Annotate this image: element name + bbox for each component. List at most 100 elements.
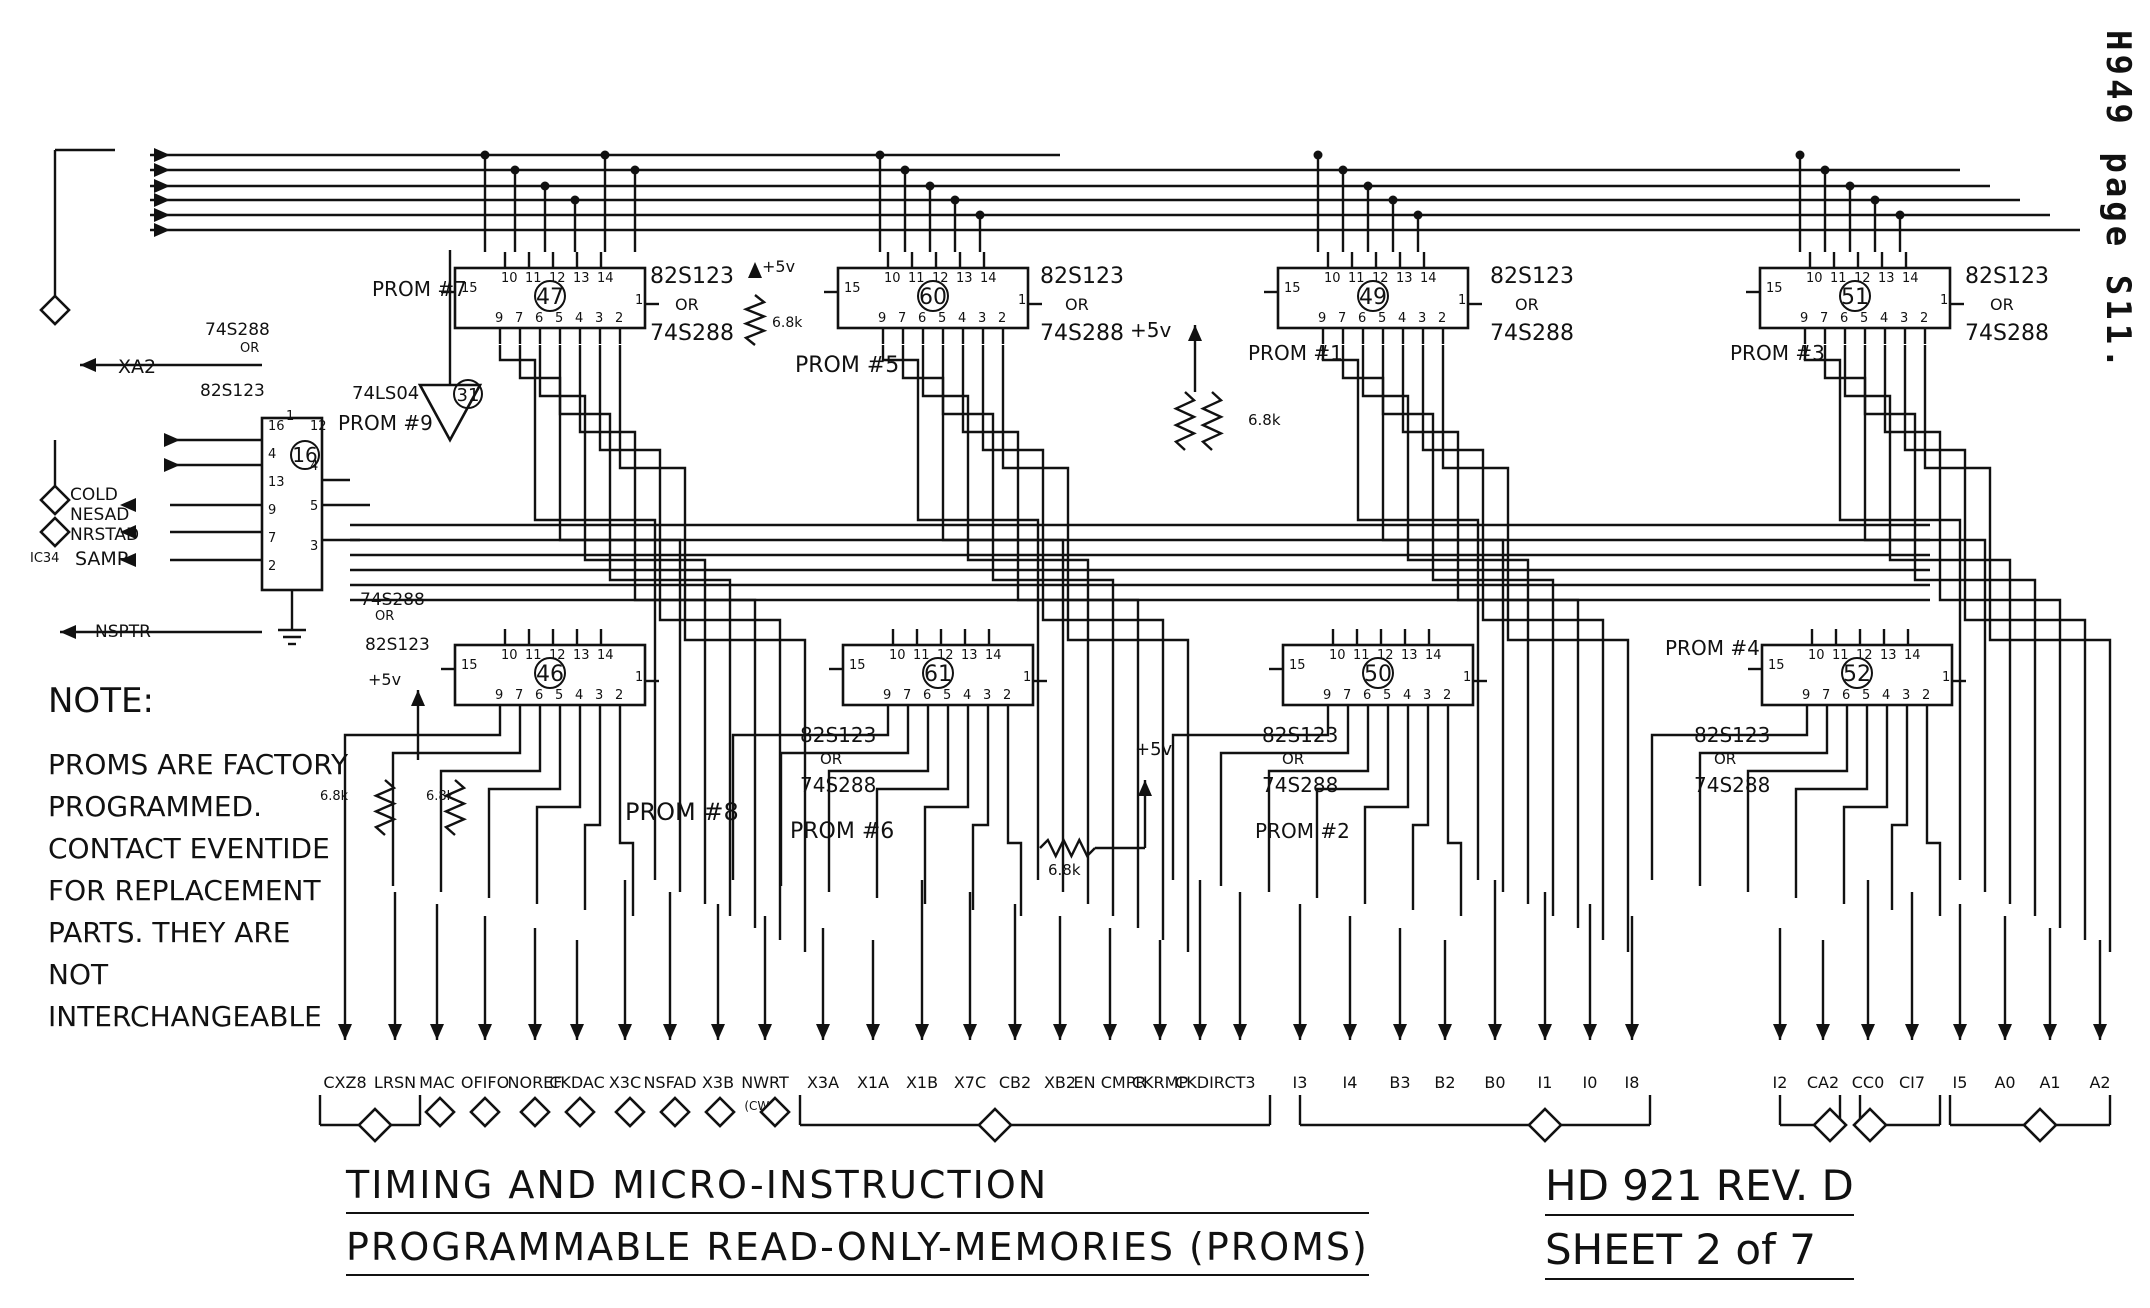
junction-dot [1313, 150, 1323, 160]
arrow-head [154, 179, 170, 193]
junction-dot [510, 165, 520, 175]
arrow-head [1488, 1024, 1502, 1040]
resistor [742, 294, 768, 346]
pin-number: 6 [535, 311, 543, 326]
lower-bundle-wire [1006, 721, 1023, 916]
arrow-head [1998, 1024, 2012, 1040]
output-label: OFIFO [461, 1073, 509, 1092]
upper-bundle-wire [901, 345, 1065, 892]
pin-number: 15 [461, 658, 478, 673]
arrow-head [528, 1024, 542, 1040]
pin-number: 7 [1343, 688, 1351, 703]
lower-bundle-wire [535, 721, 582, 904]
pin-number: 1 [1018, 293, 1026, 308]
pin-number: 13 [573, 648, 590, 663]
output-label: B3 [1389, 1073, 1410, 1092]
chip-type-or: OR [675, 295, 699, 314]
pin-number: 5 [1378, 311, 1386, 326]
arrow-head [1538, 1024, 1552, 1040]
pin-number: 13 [1880, 648, 1897, 663]
pin-number: 15 [1289, 658, 1306, 673]
pin-number: 13 [573, 271, 590, 286]
output-label: CXZ8 [323, 1073, 366, 1092]
arrow-head [1293, 1024, 1307, 1040]
output-label: X3C [609, 1073, 641, 1092]
arrow-head [816, 1024, 830, 1040]
lower-bundle-wire [439, 721, 542, 892]
pin-number: 2 [998, 311, 1006, 326]
prom-chip-lower [1760, 643, 1954, 707]
arrow-head [430, 1024, 444, 1040]
pin-number: 3 [1423, 688, 1431, 703]
arrow-head [915, 1024, 929, 1040]
arrow-head [154, 148, 170, 162]
pin-number: 15 [849, 658, 866, 673]
pin-number: 11 [1353, 648, 1370, 663]
pin-number: 6 [1842, 688, 1850, 703]
chip-type-or: OR [1065, 295, 1089, 314]
pin-number: 9 [495, 311, 503, 326]
pin-number: 10 [501, 271, 518, 286]
prom-chip-lower [1281, 643, 1475, 707]
pin-number: 15 [1766, 281, 1783, 296]
chip-id: 47 [536, 285, 564, 310]
rev-line-1: HD 921 REV. D [1545, 1158, 1854, 1216]
supply-label: +5v [368, 670, 401, 689]
signal-cold: COLD [70, 485, 118, 505]
sheet-reference: H949 page S11. [2098, 30, 2138, 373]
arrow-head [388, 1024, 402, 1040]
pin-number: 11 [1348, 271, 1365, 286]
chip-type: 82S123 [1040, 264, 1124, 289]
prom-chip-upper [453, 266, 647, 330]
prom-label: PROM #2 [1255, 819, 1350, 843]
lower-bundle-wire [1363, 721, 1410, 904]
chip-type-or: OR [375, 609, 394, 624]
arrow-head [1625, 1024, 1639, 1040]
junction-dot [925, 181, 935, 191]
pin-number: 7 [1822, 688, 1830, 703]
revision-block: HD 921 REV. D SHEET 2 of 7 [1545, 1158, 1854, 1286]
chip-type: 82S123 [365, 635, 430, 655]
chip-type: 82S123 [650, 264, 734, 289]
arrow-head [1953, 1024, 1967, 1040]
wiring [53, 148, 2112, 1127]
pin-number: 7 [1820, 311, 1828, 326]
pin-number: 7 [515, 688, 523, 703]
prom-label: PROM #4 [1665, 636, 1760, 660]
arrow-head [154, 193, 170, 207]
pin-number: 10 [1806, 271, 1823, 286]
prom-chip-lower [453, 643, 647, 707]
pin-number: 14 [1425, 648, 1442, 663]
output-label: I2 [1773, 1073, 1788, 1092]
pin-number: 10 [501, 648, 518, 663]
output-connector-diamond [1812, 1107, 1848, 1143]
lower-bundle-wire [1446, 721, 1463, 916]
arrow-head [1343, 1024, 1357, 1040]
pin-number: 9 [1318, 311, 1326, 326]
chip-type-or: OR [1515, 295, 1539, 314]
inverter-type: 74LS04 [352, 383, 419, 404]
arrow-head [748, 262, 762, 278]
output-label: X1A [857, 1073, 889, 1092]
pin-number: 2 [268, 559, 276, 574]
resistor-value: 6.8k [426, 789, 455, 804]
pin-number: 4 [575, 311, 583, 326]
arrow-head [866, 1024, 880, 1040]
pin-number: 11 [1832, 648, 1849, 663]
output-label: I0 [1583, 1073, 1598, 1092]
note-title: NOTE: [48, 681, 154, 721]
output-label: CKDAC [549, 1073, 605, 1092]
pin-number: 5 [1862, 688, 1870, 703]
chip-id-circle [534, 657, 566, 689]
lower-bundle-wire [1219, 721, 1350, 886]
pin-number: 3 [978, 311, 986, 326]
pin-number: 15 [1284, 281, 1301, 296]
junction-dot [875, 150, 885, 160]
output-label: X3A [807, 1073, 839, 1092]
pin-number: 13 [1401, 648, 1418, 663]
chip-type: 82S123 [800, 723, 876, 747]
pin-number: 11 [525, 271, 542, 286]
arrow-head [1773, 1024, 1787, 1040]
lower-bundle-wire [779, 721, 910, 886]
